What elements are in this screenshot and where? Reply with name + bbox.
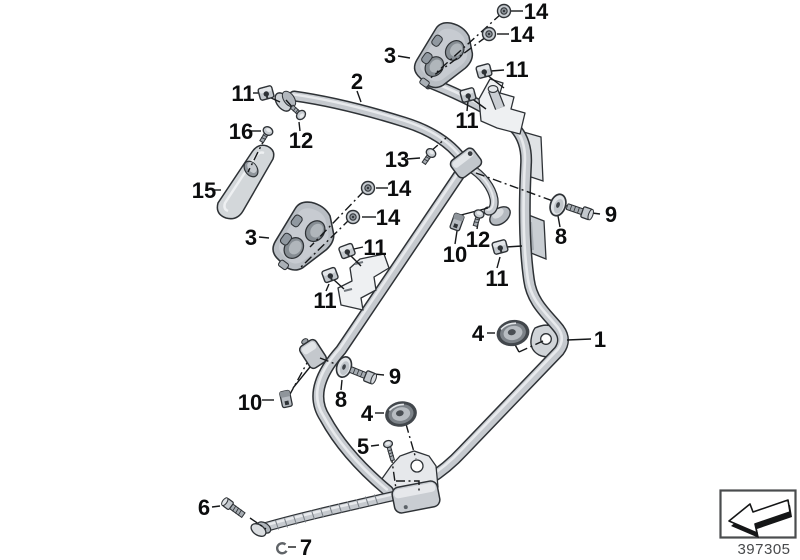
callout-11-right: 11: [485, 266, 508, 291]
bolt-5: [382, 439, 396, 462]
clip-10-right: [448, 212, 466, 232]
callout-8-left: 8: [335, 387, 347, 412]
callout-15: 15: [192, 178, 216, 203]
callout-2: 2: [351, 69, 363, 94]
lower-clamp-block: [298, 338, 328, 370]
callout-4-left: 4: [361, 401, 374, 426]
grommet-4-right: [493, 316, 533, 350]
callout-16: 16: [229, 119, 253, 144]
part-number: 397305: [737, 541, 790, 558]
washer-8-right: [546, 191, 570, 219]
callout-11-top-right-2: 11: [455, 108, 478, 133]
callout-12-right: 12: [466, 227, 490, 252]
callout-14-mid-2: 14: [376, 205, 401, 230]
callout-5: 5: [357, 434, 369, 459]
clip-nut-11-f: [490, 238, 510, 256]
callout-14-top-1: 14: [524, 0, 549, 24]
callout-9-left: 9: [389, 364, 401, 389]
reinforcement-strip: [216, 144, 275, 220]
cross-bar-tube: [274, 89, 462, 159]
callout-3-top: 3: [384, 43, 396, 68]
callout-9-right: 9: [605, 202, 617, 227]
clip-nut-11-d: [337, 242, 357, 260]
callout-3-mid: 3: [245, 225, 257, 250]
callout-10-right: 10: [443, 242, 467, 267]
callout-4-right: 4: [472, 321, 485, 346]
callout-13: 13: [385, 147, 409, 172]
bolt-9-right: [564, 200, 596, 222]
callout-labels: 14 14 3 11 11 2 11 12 16 13 15 14 14 3 1…: [192, 0, 617, 560]
bottom-junction-block: [391, 480, 441, 514]
adapter-plate-top-right: [478, 78, 526, 135]
corner-tab-hole: [540, 333, 552, 345]
grommet-4-left: [381, 397, 421, 431]
callout-10-left: 10: [238, 390, 262, 415]
clip-nut-11-b: [474, 62, 494, 80]
screw-16: [256, 124, 275, 145]
direction-arrow-icon: [728, 499, 792, 538]
bolt-6: [221, 497, 246, 519]
callout-11-top-right-1: 11: [505, 57, 528, 82]
callout-1: 1: [594, 327, 606, 352]
clip-nut-11-c: [458, 86, 478, 104]
dome-nut-14-a: [496, 3, 512, 19]
drop-arm-with-foot: [468, 166, 511, 226]
callout-12-left: 12: [289, 128, 313, 153]
clip-nut-11-a: [256, 84, 276, 102]
callout-11-top-left: 11: [231, 81, 254, 106]
screw-13: [419, 146, 439, 167]
dome-nut-14-c: [360, 180, 376, 196]
callout-11-mid-2: 11: [313, 288, 336, 313]
upper-clamp-block: [449, 147, 483, 179]
lower-rail-tube: [250, 493, 398, 537]
clip-nut-11-e: [320, 266, 340, 284]
adapter-plate-mid-left: [337, 253, 390, 311]
dome-nut-14-d: [345, 209, 361, 225]
callout-11-mid-1: 11: [363, 235, 386, 260]
bolt-9-left: [347, 363, 379, 386]
callout-8-right: 8: [555, 224, 567, 249]
callout-7: 7: [300, 535, 312, 560]
c-clip-7: [276, 542, 288, 555]
callout-14-top-2: 14: [510, 22, 535, 47]
callout-6: 6: [198, 495, 210, 520]
dome-nut-14-b: [481, 26, 497, 42]
reference-box: 397305: [719, 489, 797, 558]
callout-14-mid-1: 14: [387, 176, 412, 201]
